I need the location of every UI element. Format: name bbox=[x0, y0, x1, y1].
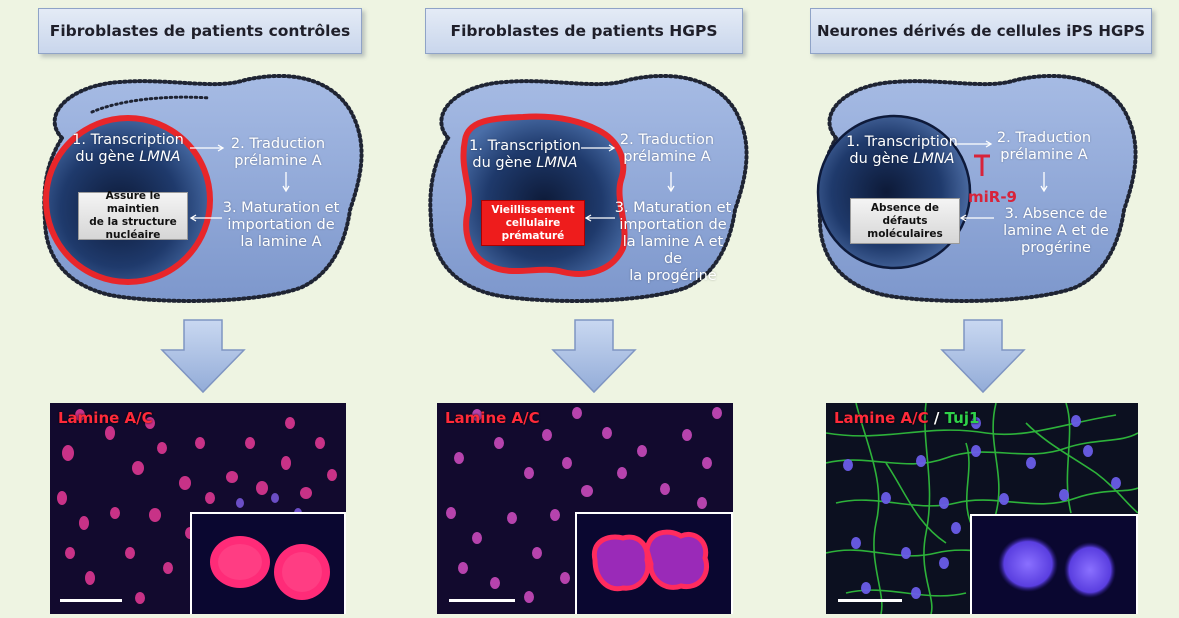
nuclei-field bbox=[446, 407, 722, 603]
microscopy-image: Lamine A/C bbox=[437, 403, 733, 614]
zoom-inset bbox=[575, 512, 733, 614]
gene-name: LMNA bbox=[536, 155, 578, 171]
lamin-tuj1-label: Lamine A/C / Tuj1 bbox=[834, 409, 979, 427]
lamin-label: Lamine A/C bbox=[834, 409, 929, 427]
step-1-line1: 1. Transcription bbox=[469, 138, 581, 154]
nuclei-field bbox=[57, 409, 337, 604]
cell-diagram bbox=[816, 73, 1138, 303]
tuj1-label: Tuj1 bbox=[944, 409, 980, 427]
inset-nuclei bbox=[591, 529, 709, 592]
microscopy-image: Lamine A/C bbox=[50, 403, 346, 614]
gene-name: LMNA bbox=[139, 149, 181, 165]
step-3-maturation: 3. Maturation et importation de la lamin… bbox=[614, 200, 732, 284]
down-arrow bbox=[551, 319, 637, 394]
step-1-prefix: du gène bbox=[472, 155, 537, 171]
inset-nuclei bbox=[998, 536, 1116, 598]
step-2-translation: 2. Traduction prélamine A bbox=[230, 136, 326, 169]
inset-nuclei bbox=[210, 536, 330, 600]
step-1-transcription: 1. Transcription du gène LMNA bbox=[70, 132, 186, 166]
zoom-inset bbox=[970, 514, 1138, 614]
premature-aging-box: Vieillissement cellulaire prématuré bbox=[481, 200, 585, 246]
zoom-inset bbox=[190, 512, 346, 614]
scale-bar bbox=[449, 599, 515, 602]
panel-title: Fibroblastes de patients HGPS bbox=[425, 8, 743, 54]
structure-maintenance-box: Assure le maintien de la structure nuclé… bbox=[78, 190, 188, 241]
step-1-transcription: 1. Transcription du gène LMNA bbox=[844, 134, 960, 168]
label-separator: / bbox=[928, 409, 945, 427]
step-1-transcription: 1. Transcription du gène LMNA bbox=[467, 138, 583, 172]
panel-title: Fibroblastes de patients contrôles bbox=[38, 8, 362, 54]
down-arrow bbox=[940, 319, 1026, 394]
panel-hgps-fibroblasts: Fibroblastes de patients HGPS 1. Transcr… bbox=[393, 0, 786, 618]
step-1-prefix: du gène bbox=[75, 149, 140, 165]
lamin-label: Lamine A/C bbox=[445, 409, 540, 427]
step-1-line1: 1. Transcription bbox=[72, 132, 184, 148]
step-2-translation: 2. Traduction prélamine A bbox=[619, 132, 715, 165]
step-2-translation: 2. Traduction prélamine A bbox=[996, 130, 1092, 163]
panel-ips-neurons: Neurones dérivés de cellules iPS HGPS 1.… bbox=[786, 0, 1179, 618]
panel-control-fibroblasts: Fibroblastes de patients contrôles 1. Tr… bbox=[0, 0, 393, 618]
microscopy-image: Lamine A/C / Tuj1 bbox=[826, 403, 1138, 614]
scale-bar bbox=[60, 599, 122, 602]
gene-name: LMNA bbox=[913, 151, 955, 167]
step-3-maturation: 3. Maturation et importation de la lamin… bbox=[222, 200, 340, 250]
lamin-label: Lamine A/C bbox=[58, 409, 153, 427]
mir9-inhibition bbox=[974, 154, 990, 176]
cell-diagram bbox=[42, 73, 364, 303]
step-3-absence: 3. Absence de lamine A et de progérine bbox=[1003, 206, 1109, 256]
panel-title: Neurones dérivés de cellules iPS HGPS bbox=[810, 8, 1152, 54]
scale-bar bbox=[838, 599, 902, 602]
mir9-label: miR-9 bbox=[968, 188, 1017, 206]
step-1-prefix: du gène bbox=[849, 151, 914, 167]
no-defects-box: Absence de défauts moléculaires bbox=[850, 198, 960, 244]
step-1-line1: 1. Transcription bbox=[846, 134, 958, 150]
down-arrow bbox=[160, 319, 246, 394]
